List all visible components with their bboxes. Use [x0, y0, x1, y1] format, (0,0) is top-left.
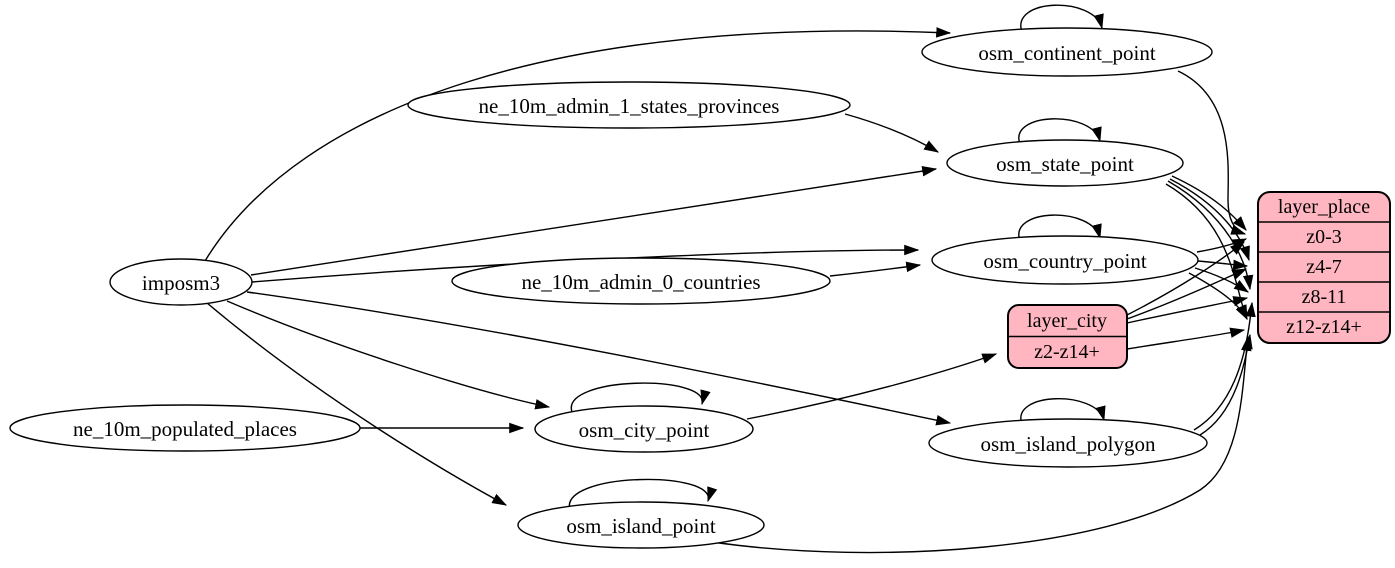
record-layer_place-row-z8-11: z8-11 [1302, 286, 1347, 308]
record-layer_place: layer_place z0-3 z4-7 z8-11 z12-z14+ [1257, 191, 1391, 344]
edge-imposm3-osm_island_polygon [246, 291, 952, 426]
edge-osm_state_point-layer_place-z8-11 [1167, 180, 1254, 291]
node-ne_10m_admin_1_states_provinces-shape [407, 81, 851, 129]
node-ne_10m_populated_places: ne_10m_populated_places [9, 404, 361, 452]
edge-osm_country_point-layer_place-z0-3 [1196, 238, 1248, 253]
edge-imposm3-osm_city_point [226, 300, 551, 410]
node-osm_island_point-shape [517, 501, 765, 549]
node-osm_country_point-label: osm_country_point [983, 249, 1146, 273]
node-ne_10m_admin_0_countries-shape [451, 257, 831, 305]
node-osm_city_point-shape [534, 405, 754, 453]
node-osm_island_polygon-label: osm_island_polygon [980, 432, 1156, 456]
node-osm_city_point-label: osm_city_point [579, 418, 710, 442]
record-layer_city-title: layer_city [1027, 310, 1107, 332]
node-ne_10m_admin_0_countries-label: ne_10m_admin_0_countries [521, 270, 760, 294]
self-loop-osm_island_polygon [1020, 398, 1106, 425]
edge-ne_10m_admin_1_states_provinces-osm_state_point [844, 113, 940, 153]
edge-osm_state_point-layer_place-z0-3 [1171, 175, 1247, 231]
node-osm_country_point-shape [931, 235, 1199, 285]
node-osm_island_polygon: osm_island_polygon [928, 418, 1208, 468]
node-osm_island_point-label: osm_island_point [566, 514, 716, 538]
node-osm_country_point: osm_country_point [931, 235, 1199, 285]
self-loop-osm_island_point [568, 478, 718, 511]
node-osm_island_point: osm_island_point [517, 501, 765, 549]
edge-osm_island_polygon-layer_place-z8-11 [1193, 301, 1256, 431]
record-layer_place-box [1257, 191, 1391, 344]
node-osm_continent_point-shape [921, 27, 1213, 77]
edges [204, 4, 1256, 554]
nodes: imposm3 ne_10m_admin_1_states_provinces … [9, 27, 1213, 549]
edge-osm_country_point-layer_place-z8-11 [1194, 267, 1249, 293]
record-layer_city-row-z2-z14: z2-z14+ [1034, 341, 1100, 363]
node-imposm3-label: imposm3 [142, 271, 220, 295]
self-loop-osm_city_point [570, 382, 711, 413]
edge-imposm3-osm_island_point [206, 302, 508, 506]
node-osm_state_point-label: osm_state_point [996, 152, 1134, 176]
edge-osm_country_point-layer_place-z12-z14 [1188, 272, 1248, 321]
node-imposm3-shape [109, 258, 253, 306]
node-osm_island_polygon-shape [928, 418, 1208, 468]
self-loop-osm_state_point [1018, 118, 1102, 145]
node-ne_10m_admin_1_states_provinces-label: ne_10m_admin_1_states_provinces [479, 94, 780, 118]
node-osm_continent_point-label: osm_continent_point [978, 41, 1155, 65]
record-layer_place-title: layer_place [1278, 196, 1370, 218]
node-ne_10m_admin_1_states_provinces: ne_10m_admin_1_states_provinces [407, 81, 851, 129]
node-ne_10m_populated_places-label: ne_10m_populated_places [73, 417, 297, 441]
edge-ne_10m_admin_0_countries-osm_country_point [829, 261, 922, 277]
edge-layer_city-layer_place-z8-11 [1126, 296, 1249, 324]
self-loop-osm_country_point [1018, 214, 1102, 242]
edge-osm_country_point-layer_place-z4-7 [1197, 259, 1249, 271]
edge-imposm3-osm_state_point [250, 166, 938, 276]
edge-layer_city-layer_place-z0-3 [1126, 241, 1245, 316]
node-osm_state_point-shape [946, 139, 1184, 187]
record-layer_place-row-z4-7: z4-7 [1306, 256, 1342, 278]
record-layer_place-row-z0-3: z0-3 [1306, 226, 1342, 248]
node-osm_state_point: osm_state_point [946, 139, 1184, 187]
edge-osm_continent_point-layer_place-z0-3 [1177, 70, 1247, 235]
node-ne_10m_populated_places-shape [9, 404, 361, 452]
node-ne_10m_admin_0_countries: ne_10m_admin_0_countries [451, 257, 831, 305]
node-osm_continent_point: osm_continent_point [921, 27, 1213, 77]
record-layer_place-row-z12-z14: z12-z14+ [1286, 316, 1362, 338]
edge-imposm3-osm_continent_point [204, 27, 952, 262]
edge-osm_island_point-layer_place-z12-z14 [711, 335, 1252, 554]
self-loop-osm_continent_point [1020, 4, 1104, 33]
edge-layer_city-layer_place-z12-z14 [1126, 327, 1246, 350]
edge-osm_state_point-layer_place-z4-7 [1169, 178, 1250, 262]
node-osm_city_point: osm_city_point [534, 405, 754, 453]
record-layer_city: layer_city z2-z14+ [1007, 304, 1128, 369]
edge-osm_city_point-layer_city-z2-z14 [746, 353, 998, 420]
edge-layer_city-layer_place-z4-7 [1126, 268, 1248, 320]
node-imposm3: imposm3 [109, 258, 253, 306]
